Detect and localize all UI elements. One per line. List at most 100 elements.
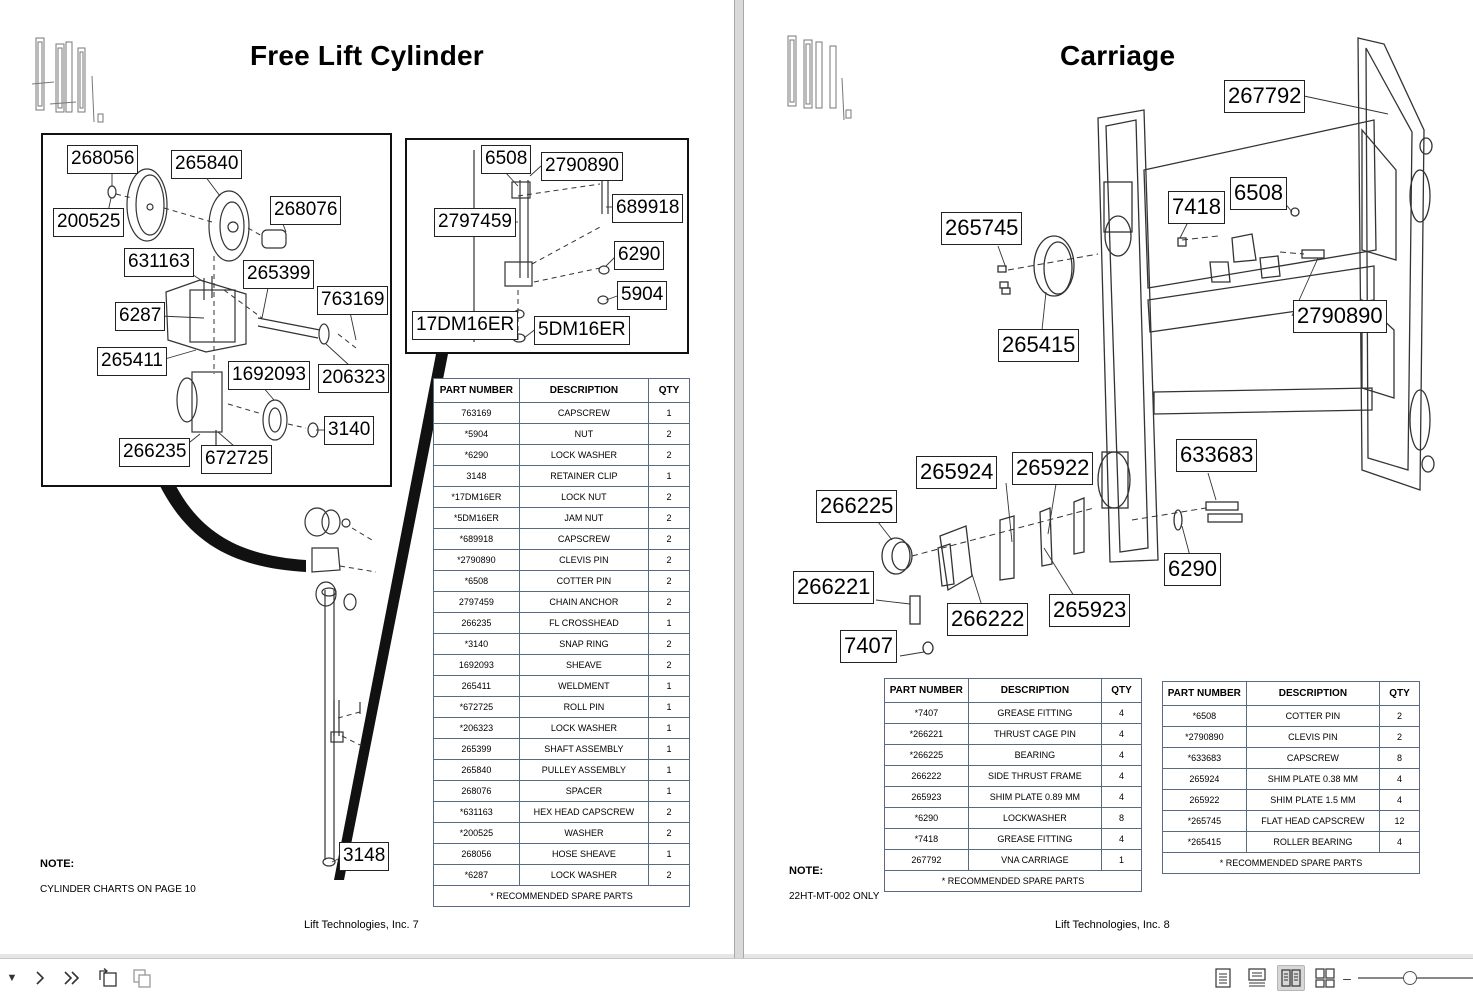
page-title: Carriage — [1060, 40, 1176, 71]
page-8: Carriage — [744, 0, 1473, 954]
document-viewer: Free Lift Cylinder — [0, 0, 1473, 958]
part-number-cell: 268056 — [433, 843, 520, 865]
zoom-out-icon[interactable]: – — [1343, 970, 1351, 986]
callout-label: 2797459 — [434, 208, 516, 237]
description-cell: VNA CARRIAGE — [967, 849, 1103, 871]
qty-cell: 12 — [1379, 810, 1420, 832]
callout-label: 2790890 — [541, 152, 623, 181]
part-number-cell: 763169 — [433, 402, 520, 424]
callout-label: 2790890 — [1293, 300, 1387, 333]
part-number-cell: *689918 — [433, 528, 520, 550]
callout-label: 631163 — [124, 248, 194, 277]
part-number-cell: *265415 — [1162, 831, 1247, 853]
page-footer: Lift Technologies, Inc. 8 — [1055, 919, 1170, 931]
qty-cell: 4 — [1101, 744, 1142, 766]
description-cell: COTTER PIN — [1245, 705, 1381, 727]
description-cell: SNAP RING — [518, 633, 650, 655]
lift-mast-thumbnail — [787, 35, 852, 121]
part-number-cell: 265399 — [433, 738, 520, 760]
last-page-icon[interactable] — [58, 965, 86, 991]
description-cell: SHIM PLATE 0.89 MM — [967, 786, 1103, 808]
qty-cell: 2 — [648, 633, 690, 655]
description-cell: JAM NUT — [518, 507, 650, 529]
qty-cell: 2 — [648, 654, 690, 676]
callout-label: 268056 — [67, 145, 139, 174]
qty-cell: 8 — [1379, 747, 1420, 769]
part-number-cell: *7407 — [884, 702, 969, 724]
description-cell: CLEVIS PIN — [518, 549, 650, 571]
part-number-cell: 266222 — [884, 765, 969, 787]
column-header: DESCRIPTION — [1245, 681, 1381, 706]
part-number-cell: 268076 — [433, 780, 520, 802]
column-header: PART NUMBER — [433, 378, 520, 403]
qty-cell: 2 — [648, 822, 690, 844]
callout-label: 6508 — [1230, 177, 1287, 210]
description-cell: SPACER — [518, 780, 650, 802]
callout-label: 763169 — [317, 286, 389, 315]
next-page-icon[interactable] — [26, 965, 54, 991]
qty-cell: 1 — [648, 780, 690, 802]
qty-cell: 2 — [1379, 726, 1420, 748]
qty-cell: 2 — [648, 801, 690, 823]
qty-cell: 2 — [648, 507, 690, 529]
zoom-slider-thumb[interactable] — [1403, 971, 1417, 985]
callout-label: 265399 — [243, 260, 315, 289]
qty-cell: 4 — [1379, 789, 1420, 811]
description-cell: FL CROSSHEAD — [518, 612, 650, 634]
single-page-icon[interactable] — [1209, 965, 1237, 991]
two-page-icon[interactable] — [1277, 965, 1305, 991]
description-cell: SHIM PLATE 0.38 MM — [1245, 768, 1381, 790]
qty-cell: 2 — [648, 444, 690, 466]
qty-cell: 2 — [648, 591, 690, 613]
qty-cell: 4 — [1101, 828, 1142, 850]
callout-label: 7407 — [840, 630, 897, 663]
description-cell: CAPSCREW — [518, 402, 650, 424]
callout-label: 265840 — [171, 150, 243, 179]
part-number-cell: *633683 — [1162, 747, 1247, 769]
column-header: QTY — [648, 378, 690, 403]
callout-label: 265415 — [998, 329, 1080, 362]
copy-page-icon[interactable] — [128, 965, 156, 991]
callout-label: 3148 — [339, 842, 390, 871]
column-header: DESCRIPTION — [518, 378, 650, 403]
callout-label: 6290 — [614, 241, 665, 270]
description-cell: SHAFT ASSEMBLY — [518, 738, 650, 760]
callout-label: 268076 — [270, 196, 342, 225]
column-header: QTY — [1101, 678, 1142, 703]
part-number-cell: *6290 — [433, 444, 520, 466]
description-cell: CLEVIS PIN — [1245, 726, 1381, 748]
description-cell: SHEAVE — [518, 654, 650, 676]
callout-label: 6508 — [481, 145, 532, 174]
qty-cell: 1 — [648, 612, 690, 634]
callout-label: 265924 — [916, 456, 998, 489]
table-footnote: * RECOMMENDED SPARE PARTS — [884, 870, 1142, 892]
part-number-cell: 3148 — [433, 465, 520, 487]
description-cell: SIDE THRUST FRAME — [967, 765, 1103, 787]
qty-cell: 2 — [648, 570, 690, 592]
page-footer: Lift Technologies, Inc. 7 — [304, 919, 419, 931]
two-page-continuous-icon[interactable] — [1311, 965, 1339, 991]
qty-cell: 1 — [648, 465, 690, 487]
rotate-page-icon[interactable] — [94, 965, 122, 991]
part-number-cell: 265411 — [433, 675, 520, 697]
page-title: Free Lift Cylinder — [250, 40, 484, 71]
qty-cell: 1 — [648, 717, 690, 739]
continuous-page-icon[interactable] — [1243, 965, 1271, 991]
part-number-cell: *5904 — [433, 423, 520, 445]
description-cell: WELDMENT — [518, 675, 650, 697]
dropdown-arrow-icon[interactable]: ▼ — [6, 972, 18, 984]
column-header: QTY — [1379, 681, 1420, 706]
